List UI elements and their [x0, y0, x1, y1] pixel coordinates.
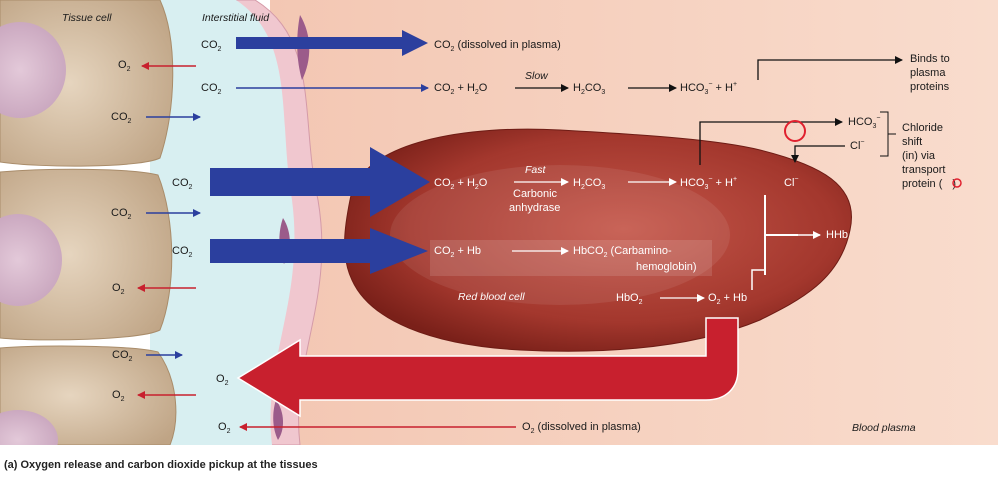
tissue-cell-label: Tissue cell: [62, 12, 112, 24]
hhb-bracket: [764, 195, 798, 275]
co2-hb-arrow: [210, 228, 428, 274]
hbo2-label: HbO2: [616, 292, 643, 306]
hemoglobin-label: hemoglobin): [636, 261, 697, 273]
transport-protein-key-icon: [952, 178, 962, 188]
figure-caption: (a) Oxygen release and carbon dioxide pi…: [4, 459, 318, 471]
chloride-bracket: [880, 111, 896, 157]
chloride-label-1: Chloride: [902, 122, 943, 134]
binds-label-3: proteins: [910, 81, 950, 93]
interstitial-fluid-region: [150, 0, 295, 445]
red-blood-cell: [344, 128, 852, 352]
chloride-label-2: shift: [902, 136, 922, 148]
o2-dissolved-label: O2 (dissolved in plasma): [522, 421, 641, 435]
co2-big-arrow-rbc: [210, 147, 430, 217]
co2-interstitial-row3: CO2: [172, 177, 193, 191]
o2-big-red-arrow: [236, 317, 739, 418]
co2-interstitial-row2: CO2: [201, 82, 222, 96]
red-blood-cell-label: Red blood cell: [458, 291, 525, 303]
chloride-label-5: protein (): [902, 178, 956, 190]
o2-interstitial-big: O2: [216, 373, 229, 387]
co2-dissolved-arrow: [236, 30, 428, 56]
hco3-plus-h-slow: HCO3− + H+: [680, 81, 737, 96]
hco3-plasma-label: HCO3−: [848, 115, 880, 130]
anhydrase-label: anhydrase: [509, 202, 560, 214]
blood-plasma-label: Blood plasma: [852, 422, 916, 434]
chloride-label-4: transport: [902, 164, 945, 176]
o2-tissue-row5: O2: [112, 389, 125, 403]
co2-dissolved-label: CO2 (dissolved in plasma): [434, 39, 561, 53]
hb-to-hhb-line: [751, 269, 765, 290]
o2-tissue-row1: O2: [118, 59, 131, 73]
co2-plus-h2o-fast: CO2 + H2O: [434, 177, 488, 191]
chloride-label-3: (in) via: [902, 150, 936, 162]
co2-tissue-row2: CO2: [111, 111, 132, 125]
co2-plus-hb: CO2 + Hb: [434, 245, 481, 259]
hhb-label: HHb: [826, 229, 848, 241]
h2co3-fast: H2CO3: [573, 177, 605, 191]
rbc-highlight: [390, 165, 730, 305]
co2-interstitial-row1: CO2: [201, 39, 222, 53]
gas-exchange-diagram: Tissue cell Interstitial fluid Red blood…: [0, 0, 998, 445]
tissue-cells: [0, 0, 177, 445]
cl-in-arrow: [791, 145, 845, 163]
cl-plasma-label: Cl−: [850, 139, 864, 152]
binds-label-1: Binds to: [910, 53, 950, 65]
binds-label-2: plasma: [910, 67, 946, 79]
carbonic-label: Carbonic: [513, 188, 558, 200]
o2-plus-hb-label: O2 + Hb: [708, 292, 747, 306]
interstitial-fluid-label: Interstitial fluid: [202, 12, 270, 24]
binds-plasma-proteins-arrow: [757, 56, 903, 80]
co2-plus-h2o-slow: CO2 + H2O: [434, 82, 488, 96]
h2co3-slow: H2CO3: [573, 82, 605, 96]
co2-tissue-row3: CO2: [111, 207, 132, 221]
hco3-plus-h-fast: HCO3− + H+: [680, 176, 737, 191]
fast-label: Fast: [525, 164, 547, 176]
slow-label: Slow: [525, 70, 549, 82]
o2-tissue-row4: O2: [112, 282, 125, 296]
cl-rbc-label: Cl−: [784, 176, 798, 189]
capillary-endothelial-cell: [273, 400, 284, 440]
o2-interstitial-row6: O2: [218, 421, 231, 435]
carbamino-box: [430, 240, 712, 276]
transport-protein-icon: [784, 120, 806, 142]
co2-interstitial-row4: CO2: [172, 245, 193, 259]
hbco2-label: HbCO2 (Carbamino-: [573, 245, 672, 259]
co2-tissue-row5: CO2: [112, 349, 133, 363]
